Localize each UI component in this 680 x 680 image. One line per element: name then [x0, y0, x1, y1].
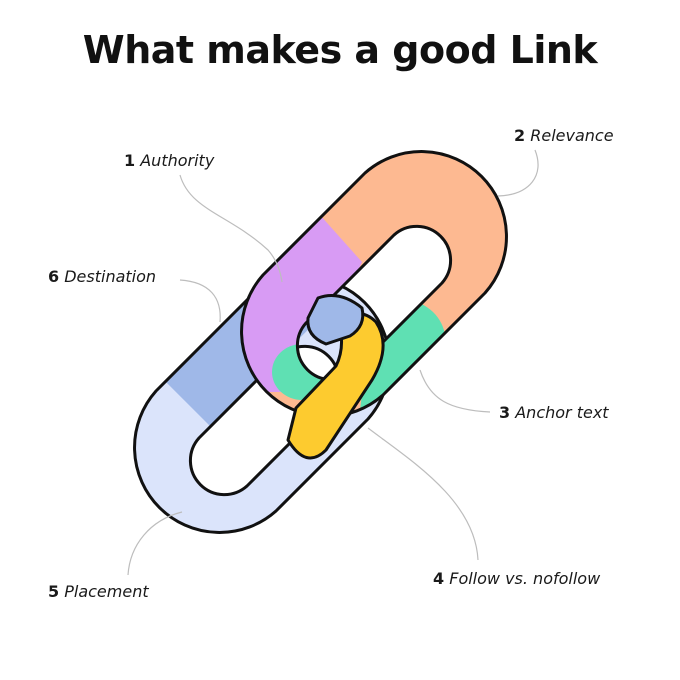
upper-link-outline: [240, 150, 508, 418]
chain-interlock: [286, 294, 385, 460]
leader-placement: [127, 511, 183, 576]
label-anchor-text: 3 Anchor text: [499, 403, 609, 422]
page-title: What makes a good Link: [82, 28, 598, 72]
leader-destination: [179, 279, 221, 323]
relevance-segment: [241, 151, 507, 417]
leader-relevance: [497, 149, 539, 197]
leader-follow: [367, 427, 479, 561]
label-destination: 6 Destination: [48, 267, 156, 286]
authority-segment: [241, 215, 362, 392]
label-relevance: 2 Relevance: [514, 126, 614, 145]
label-placement: 5 Placement: [48, 582, 149, 601]
label-authority: 1 Authority: [124, 151, 215, 170]
label-follow: 4 Follow vs. nofollow: [433, 569, 601, 588]
follow-segment: [286, 312, 385, 460]
leader-authority: [179, 174, 283, 283]
destination-overlap-tab: [306, 294, 365, 346]
leader-anchor-text: [419, 369, 491, 413]
